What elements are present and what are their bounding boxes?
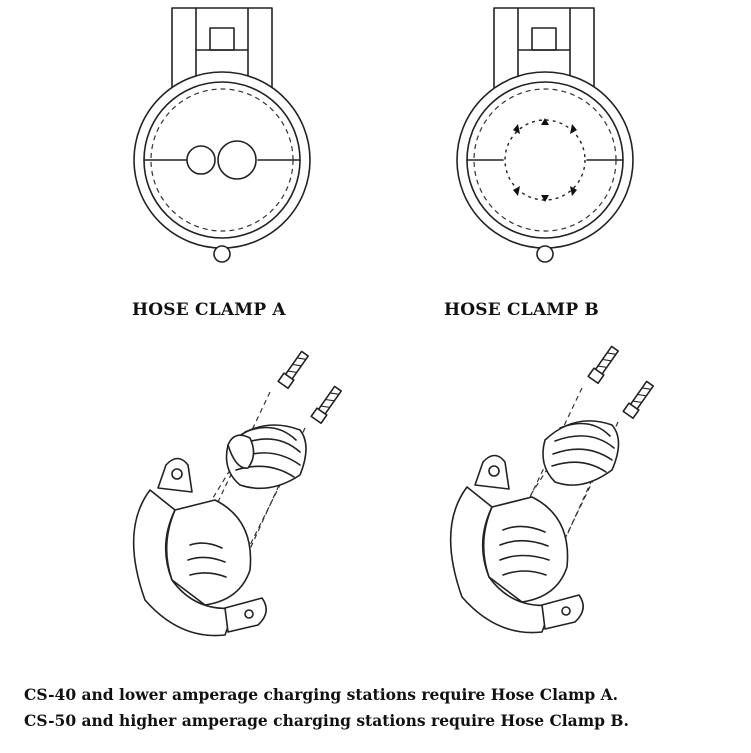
clamp-b-label: HOSE CLAMP B — [444, 300, 599, 320]
note-clamp-a: CS-40 and lower amperage charging statio… — [24, 685, 619, 704]
clamp-a-label: HOSE CLAMP A — [132, 300, 286, 320]
clamp-a-exploded-view — [132, 350, 342, 637]
clamp-b-front-view — [456, 7, 634, 263]
note-clamp-b: CS-50 and higher amperage charging stati… — [24, 711, 629, 730]
clamp-b-exploded-view — [449, 345, 654, 634]
clamp-a-front-view — [133, 7, 311, 263]
